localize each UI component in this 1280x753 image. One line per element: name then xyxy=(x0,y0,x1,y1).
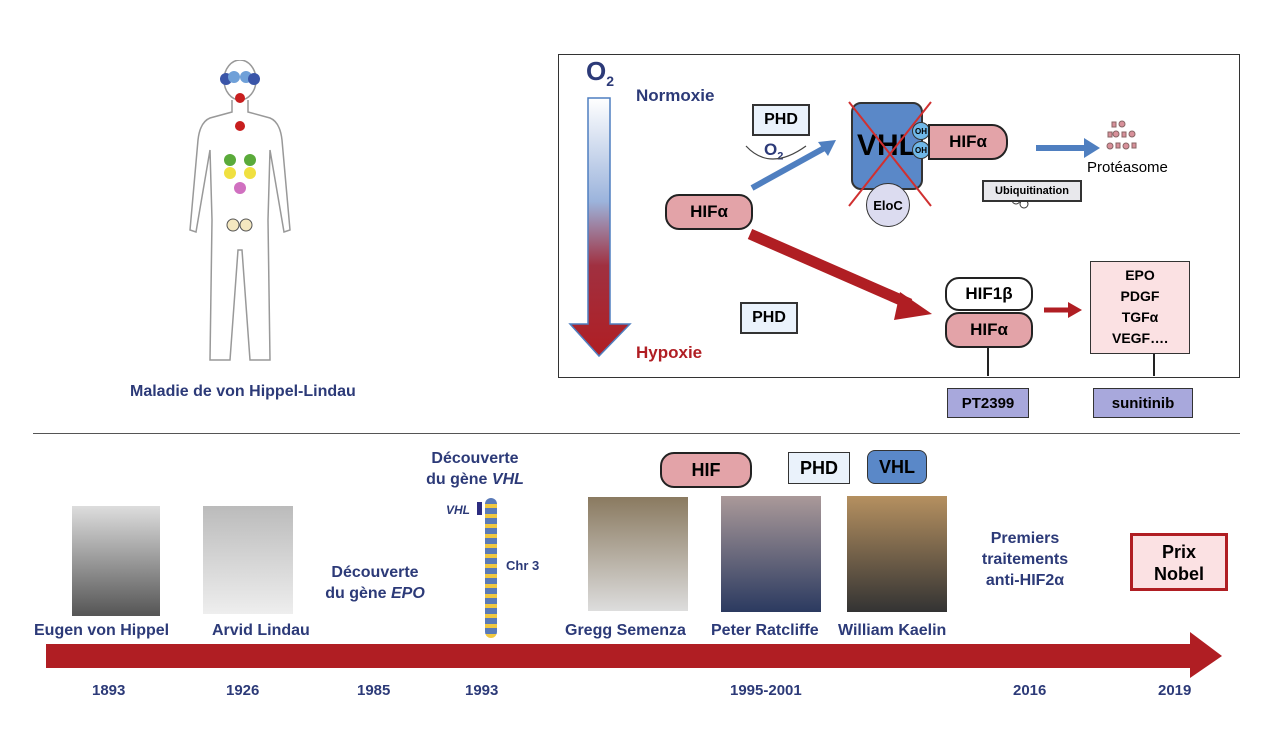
treat-line3: anti-HIF2α xyxy=(985,572,1065,589)
normoxie-label: Normoxie xyxy=(636,86,715,105)
year-1926: 1926 xyxy=(226,682,260,699)
human-body-figure xyxy=(189,60,291,361)
year-2016: 2016 xyxy=(1013,682,1047,699)
chromosome-3 xyxy=(485,498,497,638)
hif-alpha-center: HIFα xyxy=(665,194,753,230)
phd-box-bottom: PHD xyxy=(740,302,798,334)
hif-alpha-hypoxia: HIFα xyxy=(945,312,1033,348)
cross-out-icon xyxy=(848,101,932,207)
year-1995-2001: 1995-2001 xyxy=(730,682,802,699)
vhl-label: VHL xyxy=(867,450,927,484)
vhl-marker-label: VHL xyxy=(446,503,470,517)
chr3-label: Chr 3 xyxy=(506,558,540,573)
target-epo: EPO xyxy=(1125,267,1155,283)
hif-alpha-bound: HIFα xyxy=(928,124,1008,160)
year-1993: 1993 xyxy=(465,682,499,699)
proteasome-label: Protéasome xyxy=(1087,159,1168,176)
timeline-arrow xyxy=(46,632,1222,678)
vhl-discovery-line1: Découverte xyxy=(431,450,519,467)
year-2019: 2019 xyxy=(1158,682,1192,699)
year-1985: 1985 xyxy=(357,682,391,699)
photo-gregg-semenza xyxy=(588,497,688,611)
pt2399-drug: PT2399 xyxy=(947,388,1029,418)
name-gregg-semenza: Gregg Semenza xyxy=(565,622,686,639)
epo-gene: EPO xyxy=(390,585,425,602)
vhl-disease-caption: Maladie de von Hippel-Lindau xyxy=(130,383,356,400)
treat-line2: traitements xyxy=(981,551,1069,568)
nobel-line2: Nobel xyxy=(1153,564,1204,584)
ubiquitination-label: Ubiquitination xyxy=(982,180,1082,202)
photo-eugen-von-hippel xyxy=(72,506,160,616)
name-william-kaelin: William Kaelin xyxy=(838,622,947,639)
target-tgfa: TGFα xyxy=(1121,309,1159,325)
phd-box-top: PHD xyxy=(752,104,810,136)
treat-line1: Premiers xyxy=(990,530,1060,547)
photo-william-kaelin xyxy=(847,496,947,612)
sunitinib-drug: sunitinib xyxy=(1093,388,1193,418)
target-pdgf: PDGF xyxy=(1120,288,1160,304)
name-eugen-von-hippel: Eugen von Hippel xyxy=(34,622,170,639)
epo-discovery-line2: du gène xyxy=(325,585,391,602)
vhl-gene: VHL xyxy=(491,471,524,488)
name-peter-ratcliffe: Peter Ratcliffe xyxy=(711,622,819,639)
photo-arvid-lindau xyxy=(203,506,293,614)
vhl-discovery: Découverte du gène VHL xyxy=(420,448,530,490)
epo-discovery: Découverte du gène EPO xyxy=(310,562,440,604)
epo-discovery-line1: Découverte xyxy=(331,564,419,581)
hypoxie-label: Hypoxie xyxy=(636,343,703,362)
o2-cofactor: O2 xyxy=(764,140,784,163)
first-treatments: Premiers traitements anti-HIF2α xyxy=(970,528,1080,591)
hif1-beta: HIF1β xyxy=(945,277,1033,311)
target-vegf: VEGF…. xyxy=(1111,330,1168,346)
eloc-protein: EloC xyxy=(866,183,910,227)
vhl-discovery-line2: du gène xyxy=(426,471,492,488)
mechanism-arrows xyxy=(745,120,1168,376)
o2-label: O2 xyxy=(586,56,615,90)
o2-gradient-arrow xyxy=(568,97,632,358)
vhl-locus-marker xyxy=(477,502,482,515)
divider xyxy=(33,433,1240,434)
phd-label: PHD xyxy=(788,452,850,484)
year-1893: 1893 xyxy=(92,682,126,699)
name-arvid-lindau: Arvid Lindau xyxy=(212,622,310,639)
hif-label: HIF xyxy=(660,452,752,488)
nobel-line1: Prix xyxy=(1161,542,1197,562)
mechanism-panel xyxy=(558,54,1240,378)
photo-peter-ratcliffe xyxy=(721,496,821,612)
